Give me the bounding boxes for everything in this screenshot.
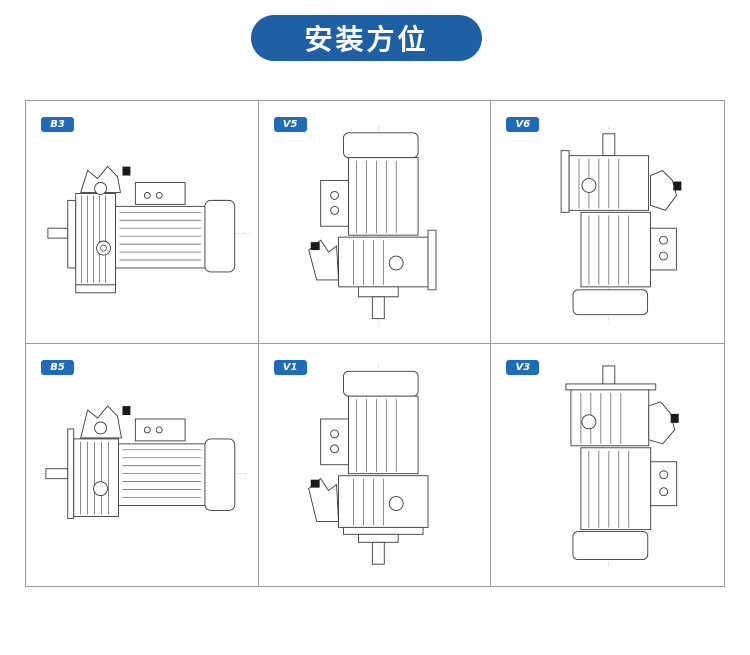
mounting-positions-grid: B3 V5 [25, 100, 725, 587]
motor-drawing-vertical-down-icon [259, 101, 491, 343]
position-badge: V3 [506, 359, 540, 375]
motor-drawing-horizontal-flange-icon [26, 344, 258, 587]
motor-drawing-vertical-down-icon [259, 344, 491, 587]
position-badge: V5 [273, 117, 307, 132]
page-title: 安装方位 [251, 15, 482, 61]
motor-drawing-vertical-up-icon [491, 344, 724, 587]
position-badge: V1 [273, 359, 307, 375]
position-cell-v1: V1 [259, 343, 492, 587]
position-cell-v3: V3 [491, 344, 724, 587]
motor-drawing-vertical-up-icon [491, 101, 724, 343]
position-cell-b5: B5 [26, 343, 259, 587]
position-cell-v5: V5 [258, 101, 492, 344]
position-badge: B3 [41, 117, 74, 132]
motor-drawing-horizontal-icon [26, 101, 258, 343]
position-badge: B5 [41, 359, 74, 375]
position-badge: V6 [506, 117, 540, 132]
position-cell-v6: V6 [491, 101, 724, 344]
position-cell-b3: B3 [26, 101, 259, 344]
